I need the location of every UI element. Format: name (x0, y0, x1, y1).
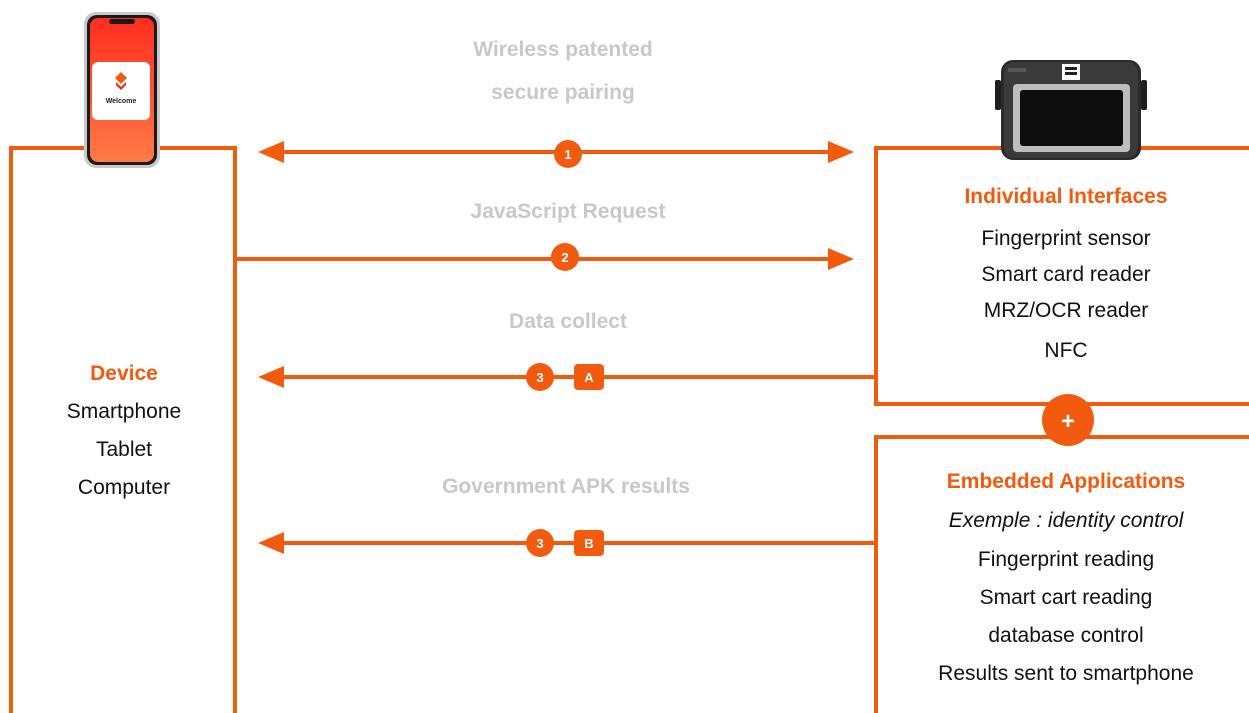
applications-box-line-4: Results sent to smartphone (938, 662, 1194, 685)
phone-screen-text: Welcome (106, 98, 137, 105)
phone-app-icon: Welcome (84, 12, 160, 168)
step-3a-arrow: 3 A (258, 363, 876, 391)
device-box-line-3: Computer (77, 476, 171, 499)
interfaces-box-line-2: Smart card reader (981, 263, 1151, 286)
device-box-line-2: Tablet (95, 438, 153, 461)
step-3b-badge: 3 (536, 536, 543, 551)
interfaces-box-line-1: Fingerprint sensor (981, 227, 1151, 250)
step-1-label-line-2: secure pairing (491, 81, 635, 104)
applications-box-line-3: database control (988, 624, 1144, 647)
plus-badge: + (1042, 394, 1094, 446)
device-box-outline (9, 146, 237, 713)
step-2-arrow: 2 (235, 243, 854, 271)
step-3b-sub-badge: B (584, 536, 593, 551)
step-2-label: JavaScript Request (470, 200, 666, 223)
step-1-badge: 1 (564, 147, 571, 162)
step-3b-arrow: 3 B (258, 529, 876, 557)
interfaces-box-line-4: NFC (1044, 339, 1088, 362)
step-3a-label: Data collect (509, 310, 627, 333)
device-box-title: Device (90, 362, 158, 385)
plus-badge-text: + (1061, 408, 1075, 435)
handheld-terminal-icon (995, 60, 1147, 160)
step-3b-label: Government APK results (442, 475, 690, 498)
step-3a-badge: 3 (536, 370, 543, 385)
step-2-badge: 2 (561, 250, 568, 265)
step-1-arrow: 1 (258, 140, 854, 168)
step-3a-sub-badge: A (584, 370, 594, 385)
step-1-label-line-1: Wireless patented (473, 38, 653, 61)
applications-box-line-1: Fingerprint reading (977, 548, 1155, 571)
device-box-line-1: Smartphone (66, 400, 182, 423)
interfaces-box-line-3: MRZ/OCR reader (983, 299, 1149, 322)
applications-box-line-2: Smart cart reading (979, 586, 1153, 609)
interfaces-box-title: Individual Interfaces (964, 185, 1168, 208)
applications-box-subtitle: Exemple : identity control (948, 509, 1184, 532)
applications-box-outline (874, 435, 1249, 713)
applications-box-title: Embedded Applications (946, 470, 1186, 493)
